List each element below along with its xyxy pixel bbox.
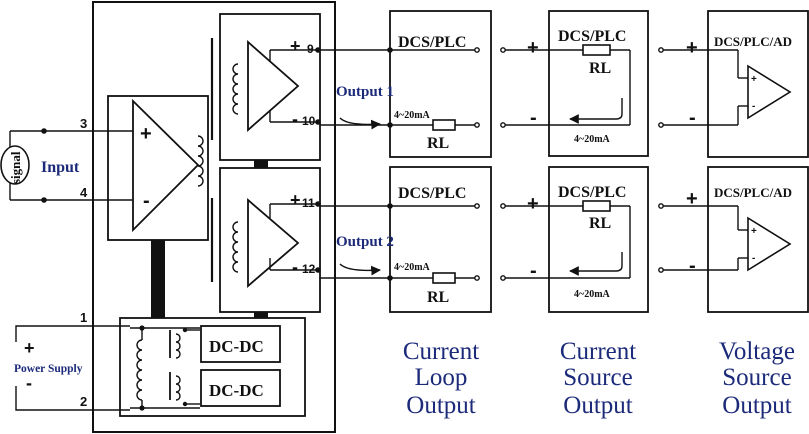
input-amp-plus: + bbox=[140, 123, 152, 145]
loop-load-box-2 bbox=[389, 166, 492, 313]
source-current-2: 4~20mA bbox=[574, 289, 611, 300]
output2-amplifier-triangle bbox=[247, 198, 300, 288]
caption-current-loop-3: Output bbox=[406, 392, 476, 419]
loop-resistor-2 bbox=[432, 272, 456, 284]
voltage-amp2-minus: - bbox=[752, 253, 755, 264]
caption-current-source-1: Current bbox=[560, 338, 636, 365]
loop-resistor-1 bbox=[432, 119, 456, 131]
voltage-dcs-plc-ad-1: DCS/PLC/AD bbox=[714, 34, 792, 49]
input-amplifier-box bbox=[107, 95, 209, 241]
input-to-power-bar bbox=[151, 240, 165, 318]
source-load-box-2 bbox=[548, 166, 649, 313]
loop-current-2: 4~20mA bbox=[394, 262, 431, 273]
loop-load-box-1 bbox=[389, 10, 492, 158]
output1-plus: + bbox=[290, 36, 301, 56]
loop-dcs-plc-1: DCS/PLC bbox=[398, 34, 466, 51]
caption-current-source-3: Output bbox=[563, 392, 633, 419]
output2-transformer-coil bbox=[232, 221, 239, 273]
output2-arrow bbox=[339, 263, 381, 276]
output2-to-power-bar bbox=[254, 312, 268, 318]
dcdc-label-2: DC-DC bbox=[209, 381, 264, 400]
source-resistor-1 bbox=[582, 44, 611, 56]
output1-transformer-coil bbox=[232, 63, 239, 115]
voltage-amp1-minus: - bbox=[752, 101, 755, 112]
caption-current-loop-1: Current bbox=[403, 338, 479, 365]
voltage-plus-1: + bbox=[686, 37, 698, 59]
caption-voltage-source-1: Voltage bbox=[719, 338, 795, 365]
source-current-1: 4~20mA bbox=[574, 134, 611, 145]
signal-label: signal bbox=[8, 151, 23, 184]
source-rl-2: RL bbox=[589, 215, 611, 232]
loop-rl-1: RL bbox=[427, 135, 449, 152]
output1-pin-pos: 9 bbox=[307, 42, 314, 56]
power-pin-neg: 2 bbox=[80, 394, 87, 409]
output2-plus: + bbox=[290, 190, 301, 210]
source-minus-2: - bbox=[530, 260, 537, 282]
source-dcs-plc-1: DCS/PLC bbox=[558, 28, 626, 45]
source-rl-1: RL bbox=[589, 60, 611, 77]
voltage-plus-2: + bbox=[686, 188, 698, 210]
dcdc-box-1 bbox=[200, 325, 281, 363]
source-arrow-2 bbox=[569, 252, 623, 276]
output2-label: Output 2 bbox=[336, 234, 394, 250]
source-dcs-plc-2: DCS/PLC bbox=[558, 184, 626, 201]
power-wire-neg bbox=[15, 386, 130, 411]
output1-label: Output 1 bbox=[336, 84, 394, 100]
output2-amplifier-box bbox=[219, 167, 321, 313]
dcdc-label-1: DC-DC bbox=[209, 337, 264, 356]
signal-source bbox=[0, 145, 30, 185]
source-arrow-1 bbox=[569, 98, 623, 124]
power-pin-pos: 1 bbox=[80, 310, 87, 325]
power-minus: - bbox=[26, 373, 32, 393]
caption-voltage-source-2: Source bbox=[722, 364, 791, 391]
voltage-amp2-plus: + bbox=[751, 226, 757, 237]
source-resistor-2 bbox=[582, 200, 611, 212]
source-plus-1: + bbox=[527, 37, 539, 59]
output2-minus: - bbox=[292, 257, 298, 277]
output1-arrow bbox=[339, 117, 381, 130]
output1-amplifier-box bbox=[219, 13, 321, 161]
power-wire-pos bbox=[15, 325, 130, 342]
input-amplifier-triangle bbox=[132, 98, 200, 233]
output1-to-output2-bar bbox=[254, 160, 268, 168]
voltage-amp1-plus: + bbox=[751, 74, 757, 85]
output1-pin-neg: 10 bbox=[302, 114, 316, 128]
input-pin-pos: 3 bbox=[80, 116, 87, 131]
loop-rl-2: RL bbox=[427, 289, 449, 306]
loop-current-1: 4~20mA bbox=[394, 110, 431, 121]
output1-amplifier-triangle bbox=[247, 40, 300, 132]
voltage-minus-2: - bbox=[689, 255, 696, 277]
input-amp-minus: - bbox=[143, 190, 150, 212]
voltage-load-box-1 bbox=[707, 10, 809, 158]
voltage-amp-2 bbox=[747, 216, 792, 272]
output2-pin-neg: 12 bbox=[302, 262, 316, 276]
caption-current-loop-2: Loop bbox=[415, 364, 468, 391]
source-minus-1: - bbox=[530, 107, 537, 129]
power-plus: + bbox=[24, 338, 35, 358]
isolator-module-frame bbox=[92, 1, 336, 433]
voltage-load-box-2 bbox=[707, 166, 809, 313]
power-transformer-coil bbox=[136, 339, 143, 401]
dcdc-box-2 bbox=[200, 369, 281, 407]
caption-voltage-source-3: Output bbox=[722, 392, 792, 419]
source-load-box-1 bbox=[548, 10, 649, 157]
input-transformer-coil bbox=[197, 135, 204, 187]
voltage-minus-1: - bbox=[689, 107, 696, 129]
input-pin-neg: 4 bbox=[80, 185, 88, 200]
output1-minus: - bbox=[292, 109, 298, 129]
loop-dcs-plc-2: DCS/PLC bbox=[398, 185, 466, 202]
voltage-amp-1 bbox=[747, 64, 792, 120]
power-supply-box bbox=[119, 317, 306, 417]
power-supply-label: Power Supply bbox=[14, 363, 83, 375]
caption-current-source-2: Source bbox=[563, 364, 632, 391]
source-plus-2: + bbox=[527, 193, 539, 215]
output2-pin-pos: 11 bbox=[302, 196, 315, 210]
voltage-dcs-plc-ad-2: DCS/PLC/AD bbox=[714, 185, 792, 200]
input-label: Input bbox=[41, 159, 80, 176]
